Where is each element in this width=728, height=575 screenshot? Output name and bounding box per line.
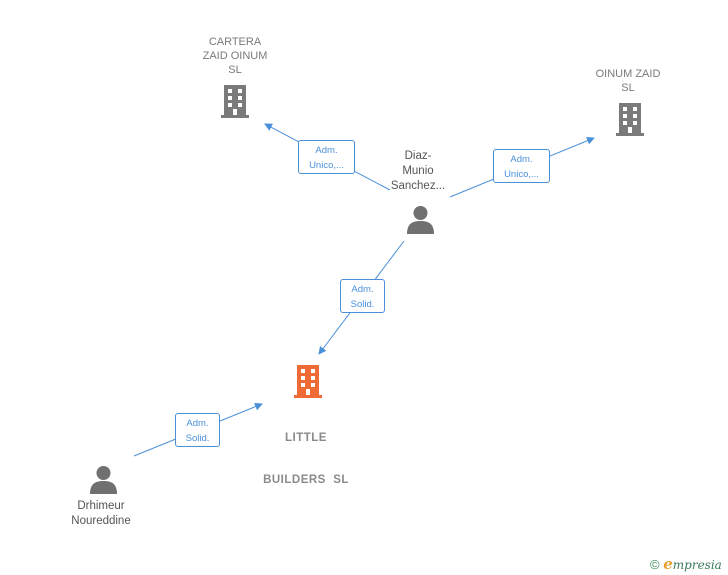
person-drhimeur-label[interactable]: Drhimeur Noureddine [55, 499, 147, 529]
edge-role-line: Adm. [510, 154, 533, 165]
edge-role-diaz-oinum[interactable]: Adm. Unico,... [493, 149, 550, 183]
copyright-icon: © [650, 557, 660, 572]
edge-role-line: Solid. [350, 299, 375, 310]
person-diaz-label-line-1: Diaz- [404, 150, 432, 162]
person-diaz-label-line-3: Sanchez... [390, 180, 446, 192]
building-icon[interactable] [221, 84, 249, 118]
person-icon[interactable] [89, 465, 118, 494]
company-cartera-label-line-2: ZAID OINUM [202, 50, 268, 62]
company-oinum-label[interactable]: OINUM ZAID SL [583, 67, 673, 95]
edge-role-line: Solid. [185, 433, 210, 444]
edge-role-line: Adm. [351, 284, 374, 295]
edge-role-diaz-little[interactable]: Adm. Solid. [340, 279, 385, 313]
person-drhimeur-label-line-2: Noureddine [71, 515, 131, 527]
person-drhimeur-label-line-1: Drhimeur [77, 500, 125, 512]
edge-role-line: Adm. [186, 418, 209, 429]
edge-role-diaz-cartera[interactable]: Adm. Unico,... [298, 140, 355, 174]
company-little-builders-label[interactable]: LITTLE BUILDERS SL [250, 403, 362, 501]
edge-role-line: Adm. [315, 145, 338, 156]
person-diaz-label-line-2: Munio [402, 165, 434, 177]
building-icon[interactable] [616, 102, 644, 136]
person-icon[interactable] [406, 205, 435, 234]
edge-role-line: Unico,... [504, 169, 539, 180]
brand-logo-e: e [663, 555, 673, 573]
company-little-label-line-1: LITTLE [285, 432, 327, 444]
company-cartera-label-line-3: SL [228, 64, 242, 76]
edge-role-line: Unico,... [309, 160, 344, 171]
edge-role-drhimeur-little[interactable]: Adm. Solid. [175, 413, 220, 447]
person-diaz-label[interactable]: Diaz- Munio Sanchez... [372, 149, 464, 194]
brand-footer[interactable]: © empresia [650, 555, 722, 573]
brand-logo-rest: mpresia [672, 558, 722, 572]
brand-logo: empresia [663, 555, 722, 573]
company-little-label-line-2: BUILDERS SL [263, 474, 349, 486]
building-icon[interactable] [294, 364, 322, 398]
company-oinum-label-line-2: SL [621, 82, 635, 94]
company-cartera-label-line-1: CARTERA [208, 36, 262, 48]
company-cartera-label[interactable]: CARTERA ZAID OINUM SL [190, 35, 280, 77]
company-oinum-label-line-1: OINUM ZAID [595, 68, 661, 80]
